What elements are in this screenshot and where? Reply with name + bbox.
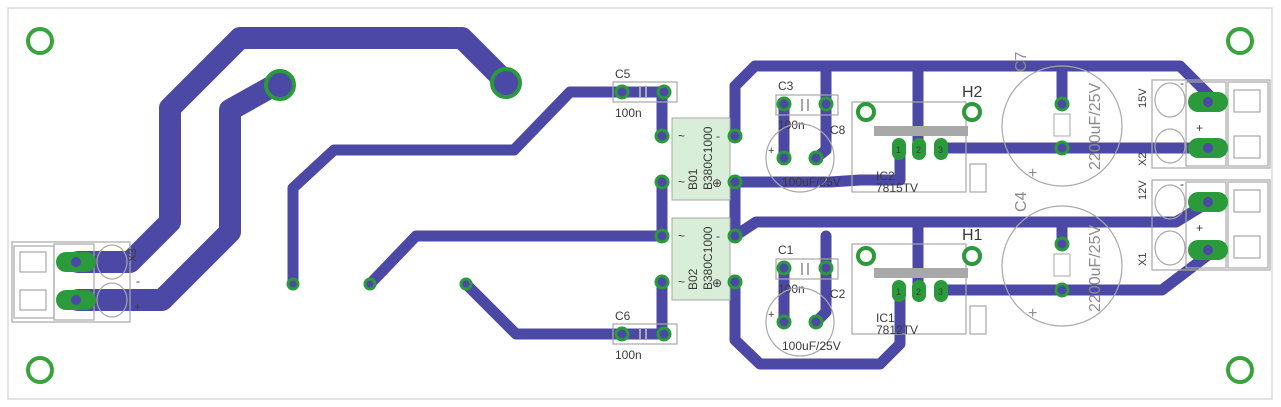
c4-polarity: +: [1028, 305, 1037, 322]
c2-label: C2: [830, 287, 846, 301]
c4-value: 2200uF/25V: [1087, 224, 1104, 312]
mount-hole-br: [1226, 356, 1254, 384]
c7-value: 2200uF/25V: [1087, 82, 1104, 170]
trace-input-lower: [67, 71, 291, 311]
ic2-part: 7815TV: [876, 181, 918, 195]
c2-polarity: +: [768, 309, 774, 321]
x1-minus: -: [1180, 177, 1184, 191]
x1-voltage: 12V: [1137, 180, 1149, 200]
b02-minus: -: [716, 229, 720, 243]
regulator-ic2: 1 2 3 IC2 7815TV H2: [851, 84, 987, 195]
terminal-x3: X3 - +: [11, 241, 141, 323]
trace-top-rail: [729, 60, 1218, 142]
x1-plus: +: [1196, 221, 1203, 235]
trace-mid-1: [287, 86, 668, 289]
x3-label: X3: [127, 249, 139, 262]
b02-plus: ⊕: [712, 276, 722, 290]
ic2-pin2: 2: [916, 145, 921, 155]
c3-label: C3: [778, 79, 794, 93]
x2-label: X2: [1137, 153, 1149, 166]
ic1-pin2: 2: [916, 287, 921, 297]
bridge-b02: B02 B380C1000 ~ ~ - ⊕: [654, 217, 743, 301]
ic1-label: IC1: [876, 311, 895, 325]
capacitor-c6: C6 100n: [612, 309, 678, 362]
c6-value: 100n: [615, 348, 642, 362]
b01-plus: ⊕: [712, 176, 722, 190]
b01-ac1: ~: [678, 129, 685, 143]
c8-label: C8: [830, 123, 846, 137]
terminal-x2: 15V X2 + -: [1137, 76, 1271, 169]
capacitor-c7: C7 2200uF/25V +: [1001, 51, 1123, 187]
mounting-holes: [26, 27, 1254, 384]
capacitor-c2: C2 100uF/25V +: [765, 287, 846, 357]
via-1: [286, 277, 300, 291]
trace-ic1-out: [935, 246, 1218, 296]
x1-label: X1: [1137, 253, 1149, 266]
ic2-label: IC2: [876, 169, 895, 183]
trace-mid-2: [364, 230, 668, 290]
capacitor-c4: C4 2200uF/25V +: [1001, 191, 1123, 327]
c8-value: 100uF/25V: [782, 175, 841, 189]
ic1-pin1: 1: [896, 287, 901, 297]
b01-label: B01: [686, 168, 700, 190]
bridge-b01: B01 B380C1000 ~ ~ - ⊕: [654, 117, 743, 201]
b01-minus: -: [716, 129, 720, 143]
c8-polarity: +: [768, 145, 774, 157]
b01-part: B380C1000: [701, 126, 715, 190]
mount-hole-tr: [1226, 27, 1254, 55]
pad-big-1: [490, 67, 522, 99]
terminal-x1: 12V X1 + -: [1137, 177, 1271, 271]
regulator-ic1: 1 2 3 IC1 7812TV H1: [851, 227, 987, 337]
trace-15v-out: [729, 174, 866, 188]
x2-minus: -: [1180, 76, 1184, 90]
capacitor-c8: C8 100uF/25V +: [765, 123, 846, 193]
ic2-pin1: 1: [896, 145, 901, 155]
c4-label: C4: [1013, 191, 1030, 212]
mount-hole-bl: [26, 356, 54, 384]
trace-bottom-loop: [729, 276, 906, 370]
c5-value: 100n: [615, 106, 642, 120]
c7-polarity: +: [1028, 165, 1037, 182]
ic1-pin3: 3: [938, 287, 943, 297]
h2-label: H2: [962, 84, 983, 101]
capacitor-c1: C1 100n: [775, 243, 839, 296]
c7-label: C7: [1013, 51, 1030, 72]
c5-label: C5: [615, 67, 631, 81]
c6-label: C6: [615, 309, 631, 323]
b02-ac1: ~: [678, 229, 685, 243]
pad-big-2: [264, 69, 296, 101]
b02-label: B02: [686, 268, 700, 290]
mount-hole-tl: [26, 27, 54, 55]
c1-label: C1: [778, 243, 794, 257]
capacitor-c5: C5 100n: [612, 67, 678, 120]
x3-plus: +: [134, 300, 141, 314]
c2-value: 100uF/25V: [782, 339, 841, 353]
b02-ac2: ~: [678, 275, 685, 289]
via-3: [459, 277, 473, 291]
h1-label: H1: [962, 227, 983, 244]
capacitor-c3: C3 100n: [775, 79, 839, 132]
x2-plus: +: [1196, 121, 1203, 135]
via-2: [363, 277, 377, 291]
b02-part: B380C1000: [701, 226, 715, 290]
b01-ac2: ~: [678, 175, 685, 189]
x3-minus: -: [136, 274, 140, 288]
ic1-part: 7812TV: [876, 323, 918, 337]
x2-voltage: 15V: [1137, 88, 1149, 108]
ic2-pin3: 3: [938, 145, 943, 155]
